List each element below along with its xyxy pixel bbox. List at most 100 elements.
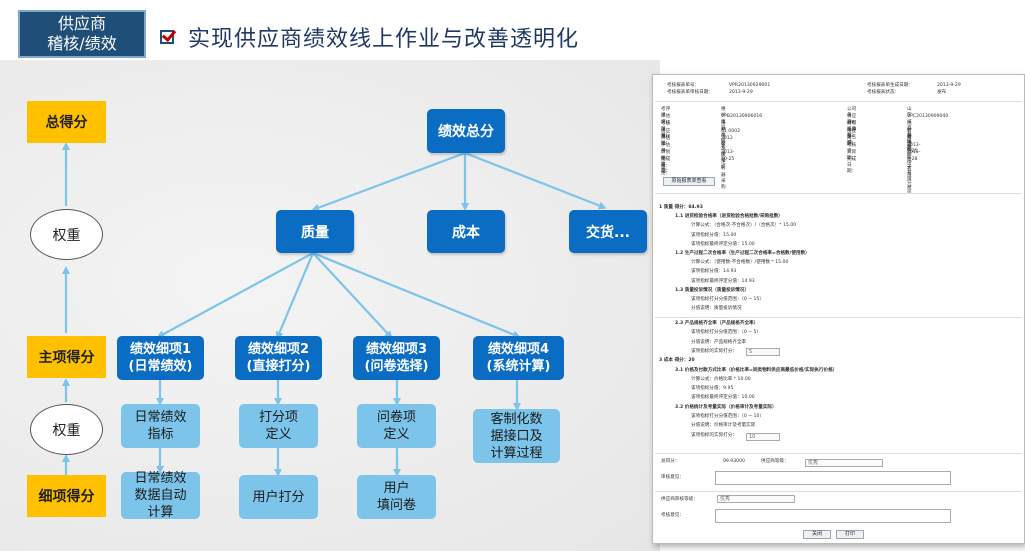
form-label: 附件： [661,157,671,169]
opinion-label: 审核意见： [661,475,684,480]
assessment-opinion-textarea[interactable] [715,509,951,523]
total-score-row: 总得分： 99.93000 供应商等级： [661,459,789,465]
node-detail-3-subtitle: (问卷选择) [364,359,429,374]
score-line: 3.1 价格及付款方式比率（价格比率=同类物料供应商最低价格/实际执行价格） [675,367,838,373]
sub-line: 计算过程 [490,445,543,461]
form-label: 实际完成日期： [847,150,857,175]
form-divider [655,453,1022,454]
score-line: 1.2 生产过程二次合格率（生产过程二次合格率=合格数/使用数） [675,251,810,256]
sub-line: 问卷项 [376,410,416,425]
section-badge: 供应商 稽核/绩效 [18,10,146,58]
score-line: 该项指标最终评定分值：15.00 [691,241,755,247]
form-label: 评估年份： [661,135,671,154]
score-line: 该项指标打分分值范围：（0 ~ 10） [691,414,764,419]
node-daily-indicator: 日常绩效 指标 [121,404,200,448]
form-top-row: 考核报表单审核日期： 2013-9-29 考核报表状态： 发布 [667,90,946,96]
form-label: 评估考核单号： [661,114,671,139]
score-line: 该项指标打分分值范围：（0 ~ 15） [691,297,764,302]
node-delivery: 交货... [569,210,647,253]
form-value: 发布 [937,90,947,95]
form-label: 考核报表状态： [867,90,900,95]
form-divider [655,193,1022,194]
node-daily-auto-calc: 日常绩效 数据自动 计算 [121,471,200,520]
section-badge-line1: 供应商 [57,14,106,33]
form-label: 备注： [661,164,671,176]
node-detail-1-subtitle: (日常绩效) [128,359,193,374]
score-line: 该项指标最终评定分值：10.00 [691,395,755,401]
form-top-row: 考核报表单号： VPR20130929001 考核报表单生成日期： 2013-9… [667,83,961,89]
node-performance-total: 绩效总分 [427,109,505,153]
sub-line: 计算 [147,505,174,520]
form-value: 2013-9-25 [907,143,921,155]
sub-line: 用户打分 [252,489,305,505]
form-divider [655,491,1022,492]
form-value: 41.0002 [721,128,740,134]
diagram-connectors [62,142,607,477]
form-value: 9 [721,143,724,148]
form-label: 周期： [847,135,857,148]
evaluation-form-screenshot: 考核报表单号： VPR20130929001 考核报表单生成日期： 2013-9… [652,74,1025,544]
headline-text: 实现供应商绩效线上作业与改善透明化 [188,27,580,52]
score-input-3-2[interactable]: 10 [746,433,780,441]
opinion-textarea[interactable] [715,471,951,485]
node-detail-4: 绩效细项4 (系统计算) [473,336,564,380]
form-value: 惠州电器高级注射器采购 [721,121,726,191]
sub-line: 日常绩效 [134,471,187,486]
print-button[interactable]: 打印 [836,530,864,539]
checkbox-check-icon [160,30,174,44]
close-button[interactable]: 关闭 [803,530,831,539]
node-detail-3: 绩效细项3 (问卷选择) [353,336,440,380]
grade-label: 供应商等级： [761,459,789,464]
score-line: 计算公式：（合格次-不合格次）/（合格次）* 15.00 [691,223,797,229]
node-questionnaire-definition: 问卷项 定义 [357,404,436,448]
weight-oval-lower: 权重 [30,404,103,455]
review-grade-select[interactable]: 优秀 [717,495,795,503]
form-label: 考核日期： [847,143,857,161]
sub-line: 数据自动 [134,488,187,503]
view-original-button[interactable]: 原始报表单查看 [663,177,715,186]
form-label: 评估月份/季度： [661,143,671,174]
sub-line: 定义 [383,427,410,442]
node-quality: 质量 [276,210,354,253]
score-line: 分值说明：价格审计及考量实际 [691,423,756,429]
score-line: 计算公式：（使用数-不合格数）/使用数 * 15.00 [691,260,789,266]
score-line: 分值说明：质量投诉情况 [691,306,742,312]
grade-select[interactable]: 优秀 [805,459,883,467]
form-value: 山东威高高级惠州电子有限公司 [907,107,912,195]
form-divider [655,101,1022,102]
score-line: 3.2 价格统计及考量实际（价格审计及考量实际） [675,404,777,410]
review-grade-label: 供应商审核等级： [661,497,698,502]
form-label: 考核报表单生成日期： [867,83,913,88]
form-label: 考评组织： [661,107,671,125]
node-detail-1-title: 绩效细项1 [129,342,192,357]
form-value: 月度 [907,135,912,148]
score-line: 1.1 进货检验合格率（进货检验合格批数/采购批数） [675,214,783,220]
score-line: 该项指标分值：14.93 [691,269,737,275]
weight-oval-upper: 权重 [30,209,103,260]
form-value: VPC20130909040 [907,114,949,120]
headline: 实现供应商绩效线上作业与改善透明化 [160,22,579,52]
form-divider [655,317,1022,318]
sub-line: 打分项 [258,410,298,425]
score-line: 该项指标最终评定分值：14.93 [691,278,755,284]
score-input-2-3[interactable]: 5 [746,348,780,356]
sub-line: 客制化数 [490,411,543,427]
form-label: 计划完成日期： [661,150,671,175]
level-total-score: 总得分 [27,101,106,143]
assessment-opinion-label: 考核意见： [661,513,684,518]
section-badge-line2: 稽核/绩效 [47,34,117,53]
node-score-item-definition: 打分项 定义 [239,404,318,448]
form-value: 惠州电器高级考评组织 [721,107,726,170]
form-label: 供应商名称： [847,128,857,147]
score-line: 计算公式：价格比率 * 10.00 [691,376,751,382]
score-line: 该项指标的实际打分： [691,432,737,438]
form-value: 注射器采购 [907,121,912,153]
node-user-questionnaire: 用户 填问卷 [357,475,436,519]
score-line: 该项指标分值：9.95 [691,386,734,392]
form-label: 材料考评部门： [847,121,857,146]
sub-line: 日常绩效 [134,410,187,425]
sub-line: 用户 [383,481,410,496]
score-line: 2.3 产品规格齐全率（产品规格齐全率） [675,321,759,326]
sub-line: 定义 [265,427,292,442]
score-line: 该项指标打分分值范围：（0 ~ 5） [691,330,762,336]
